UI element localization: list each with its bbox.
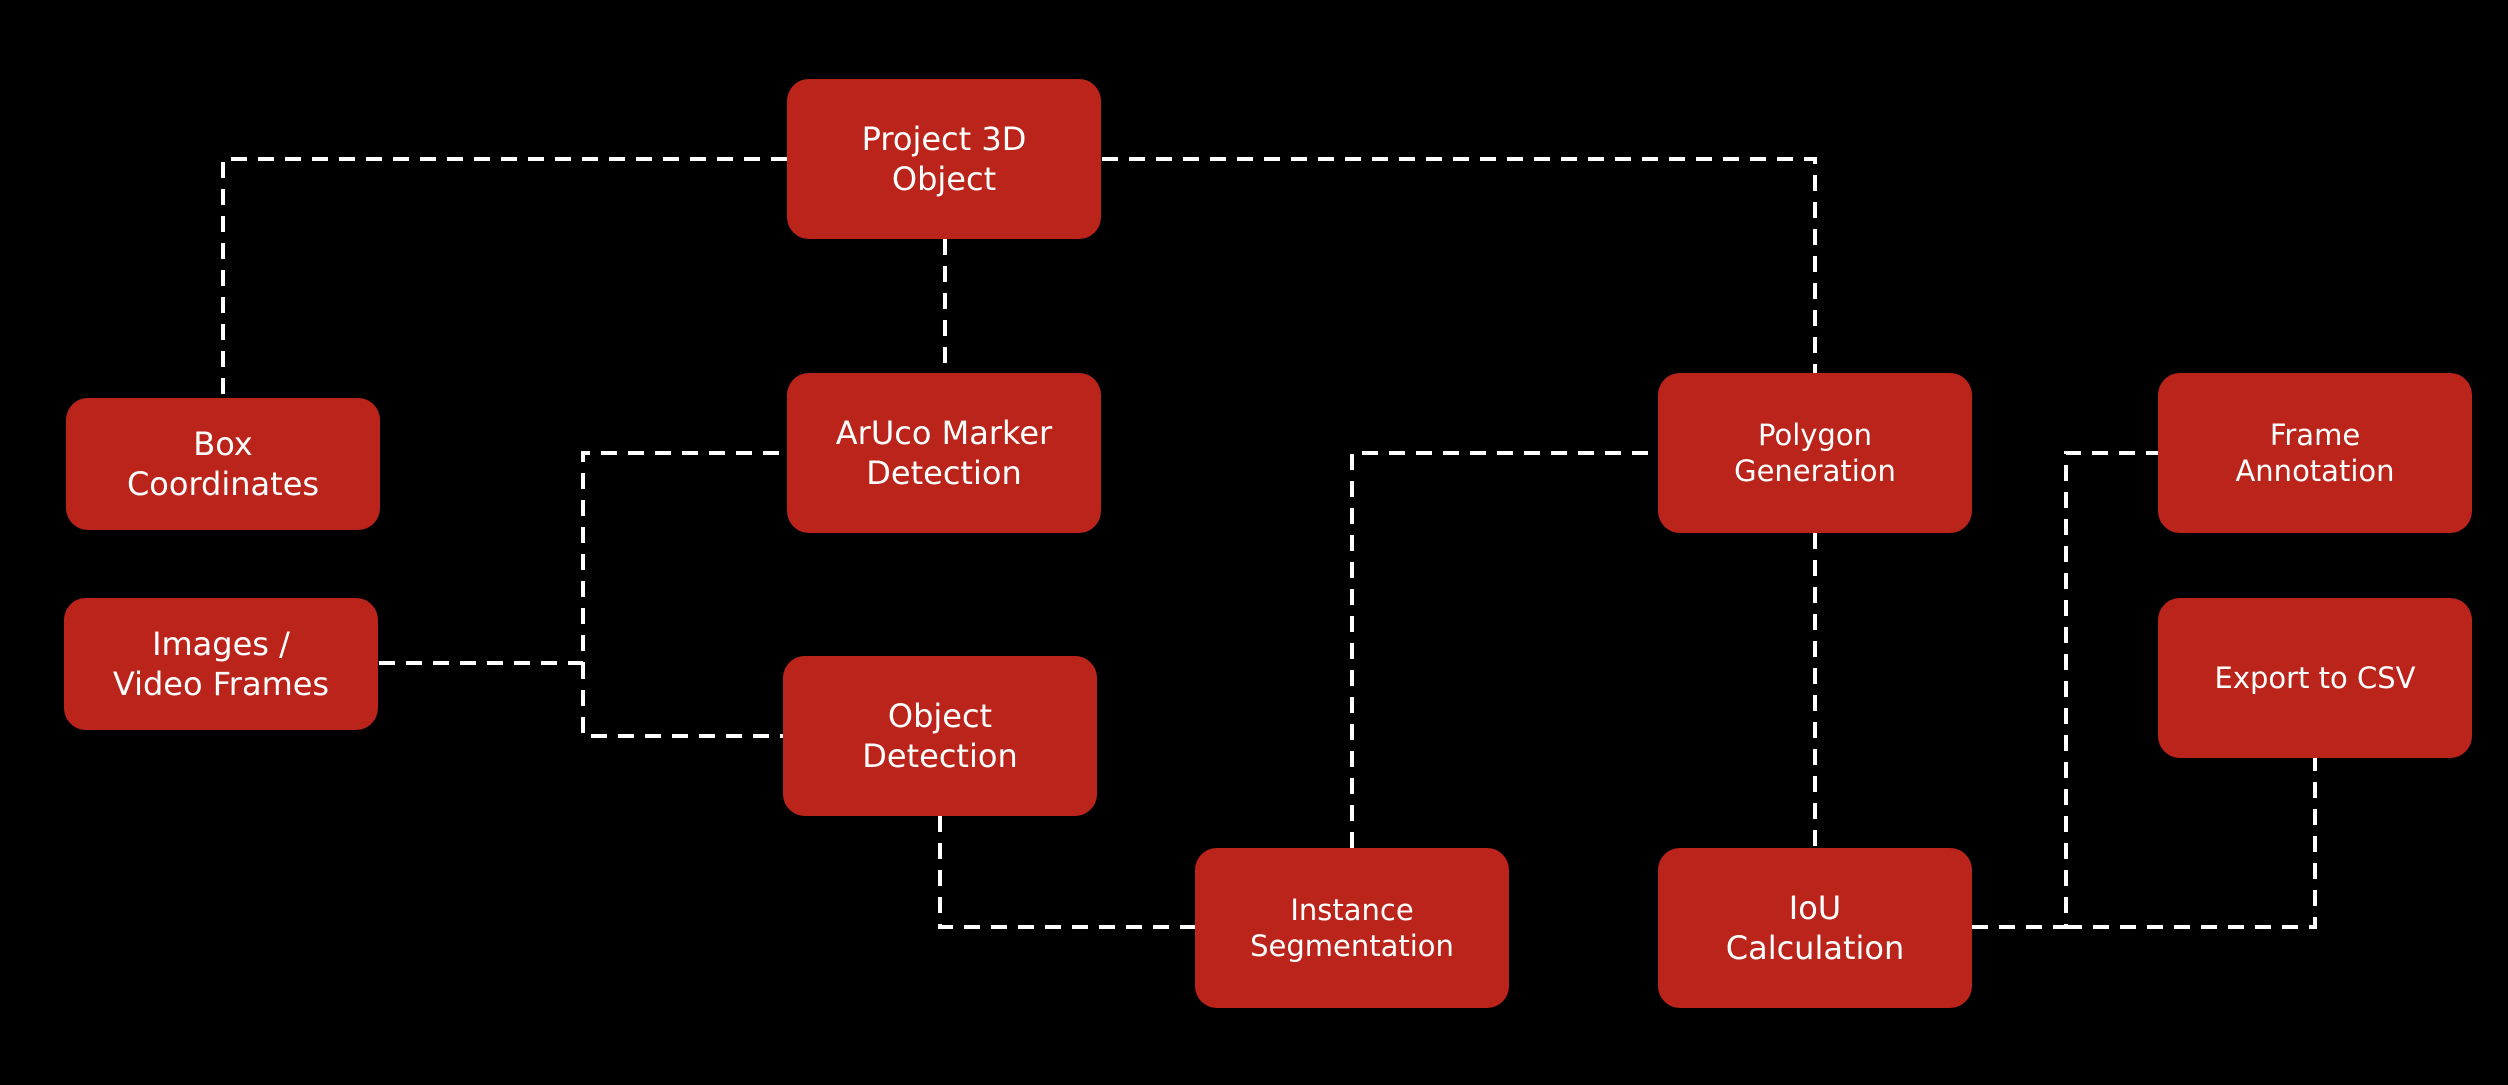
node-label: Frame Annotation — [2235, 418, 2395, 488]
node-label: Instance Segmentation — [1250, 893, 1454, 963]
node-label: Export to CSV — [2214, 661, 2416, 695]
node-frame-annotation: Frame Annotation — [2158, 373, 2472, 533]
node-label: IoU Calculation — [1725, 889, 1905, 967]
node-project-3d-object: Project 3D Object — [787, 79, 1101, 239]
node-iou-calculation: IoU Calculation — [1658, 848, 1972, 1008]
edge-images-video-frames-to-object-detection — [581, 663, 783, 738]
node-label: Polygon Generation — [1734, 418, 1896, 488]
edge-iou-calculation-to-frame-annotation — [1972, 451, 2158, 929]
node-aruco-marker-detection: ArUco Marker Detection — [787, 373, 1101, 533]
node-box-coordinates: Box Coordinates — [66, 398, 380, 530]
edge-project-3d-object-to-box-coordinates — [221, 157, 787, 398]
node-object-detection: Object Detection — [783, 656, 1097, 816]
edge-project-3d-object-to-polygon-generation — [1102, 157, 1817, 373]
node-label: Images / Video Frames — [112, 625, 330, 703]
edge-instance-segmentation-to-polygon-generation — [1350, 451, 1658, 848]
node-instance-segmentation: Instance Segmentation — [1195, 848, 1509, 1008]
node-label: Project 3D Object — [861, 120, 1027, 198]
edge-object-detection-to-instance-segmentation — [938, 816, 1195, 929]
edge-images-video-frames-to-aruco-marker-detection — [379, 451, 787, 665]
node-label: Box Coordinates — [126, 425, 320, 503]
node-label: Object Detection — [862, 697, 1018, 775]
node-images-video-frames: Images / Video Frames — [64, 598, 378, 730]
edge-iou-calculation-to-export-to-csv — [2066, 757, 2317, 929]
node-export-to-csv: Export to CSV — [2158, 598, 2472, 758]
node-label: ArUco Marker Detection — [835, 414, 1053, 492]
node-polygon-generation: Polygon Generation — [1658, 373, 1972, 533]
